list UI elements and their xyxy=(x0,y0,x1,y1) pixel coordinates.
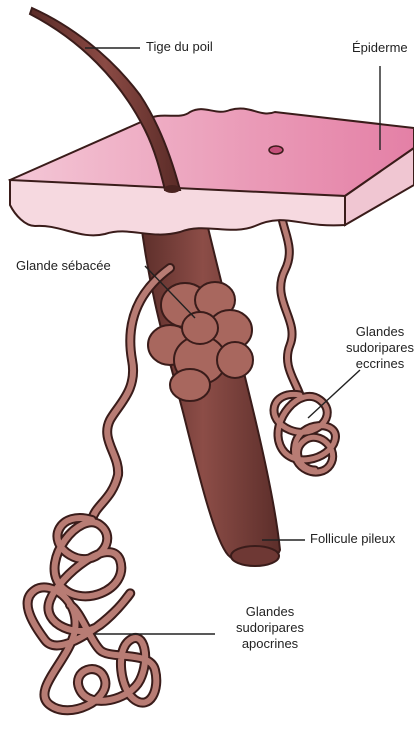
label-apocrine-line-2: sudoripares xyxy=(220,620,320,636)
label-hair-follicle: Follicule pileux xyxy=(310,531,395,547)
label-hair-shaft: Tige du poil xyxy=(146,39,213,55)
label-eccrine-line-3: eccrines xyxy=(346,356,414,372)
eccrine-gland xyxy=(274,190,335,472)
label-sebaceous-gland: Glande sébacée xyxy=(16,258,111,274)
label-apocrine-line-1: Glandes xyxy=(220,604,320,620)
label-apocrine-line-3: apocrines xyxy=(220,636,320,652)
label-eccrine-line-1: Glandes xyxy=(346,324,414,340)
label-eccrine-line-2: sudoripares xyxy=(346,340,414,356)
epidermis-slab xyxy=(10,108,414,235)
label-apocrine-glands: Glandes sudoripares apocrines xyxy=(220,604,320,652)
apocrine-gland xyxy=(28,268,170,710)
label-epidermis: Épiderme xyxy=(352,40,408,56)
hair-follicle xyxy=(140,215,280,566)
label-eccrine-glands: Glandes sudoripares eccrines xyxy=(346,324,414,372)
